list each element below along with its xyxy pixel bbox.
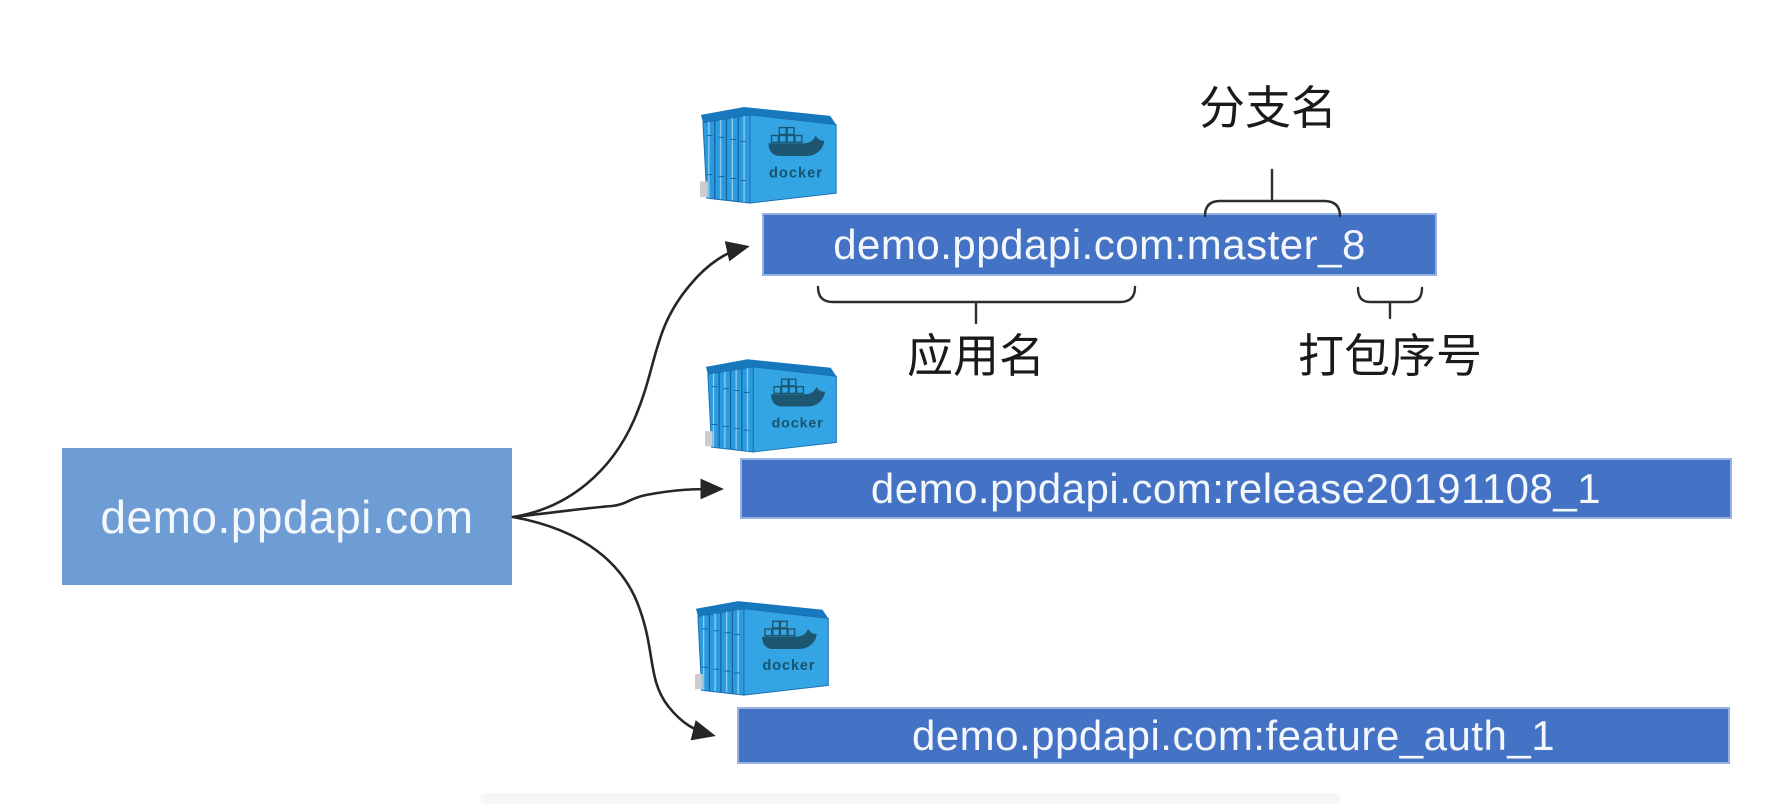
- image-box-master: demo.ppdapi.com:master_8: [762, 213, 1437, 276]
- image-label-release: demo.ppdapi.com:release20191108_1: [870, 464, 1602, 512]
- source-repo-box: demo.ppdapi.com: [62, 448, 512, 585]
- image-label-master: demo.ppdapi.com:master_8: [833, 220, 1366, 268]
- source-repo-label: demo.ppdapi.com: [100, 490, 474, 543]
- bottom-partial-strip: [480, 793, 1340, 804]
- docker-container-icon: [705, 357, 843, 458]
- app-name-label: 应用名: [907, 330, 1045, 382]
- brace-app-name: [816, 285, 1137, 325]
- brace-package-seq: [1356, 286, 1424, 320]
- arrow-to-release: [511, 478, 724, 519]
- docker-container-icon: [700, 106, 843, 208]
- package-seq-label: 打包序号: [1298, 330, 1482, 382]
- image-label-feature: demo.ppdapi.com:feature_auth_1: [911, 711, 1556, 759]
- docker-container-icon: [695, 600, 835, 700]
- image-box-feature: demo.ppdapi.com:feature_auth_1: [737, 707, 1730, 764]
- brace-branch-name: [1203, 168, 1342, 218]
- image-box-release: demo.ppdapi.com:release20191108_1: [740, 458, 1732, 519]
- branch-name-label: 分支名: [1199, 82, 1337, 134]
- arrow-to-feature: [511, 515, 716, 741]
